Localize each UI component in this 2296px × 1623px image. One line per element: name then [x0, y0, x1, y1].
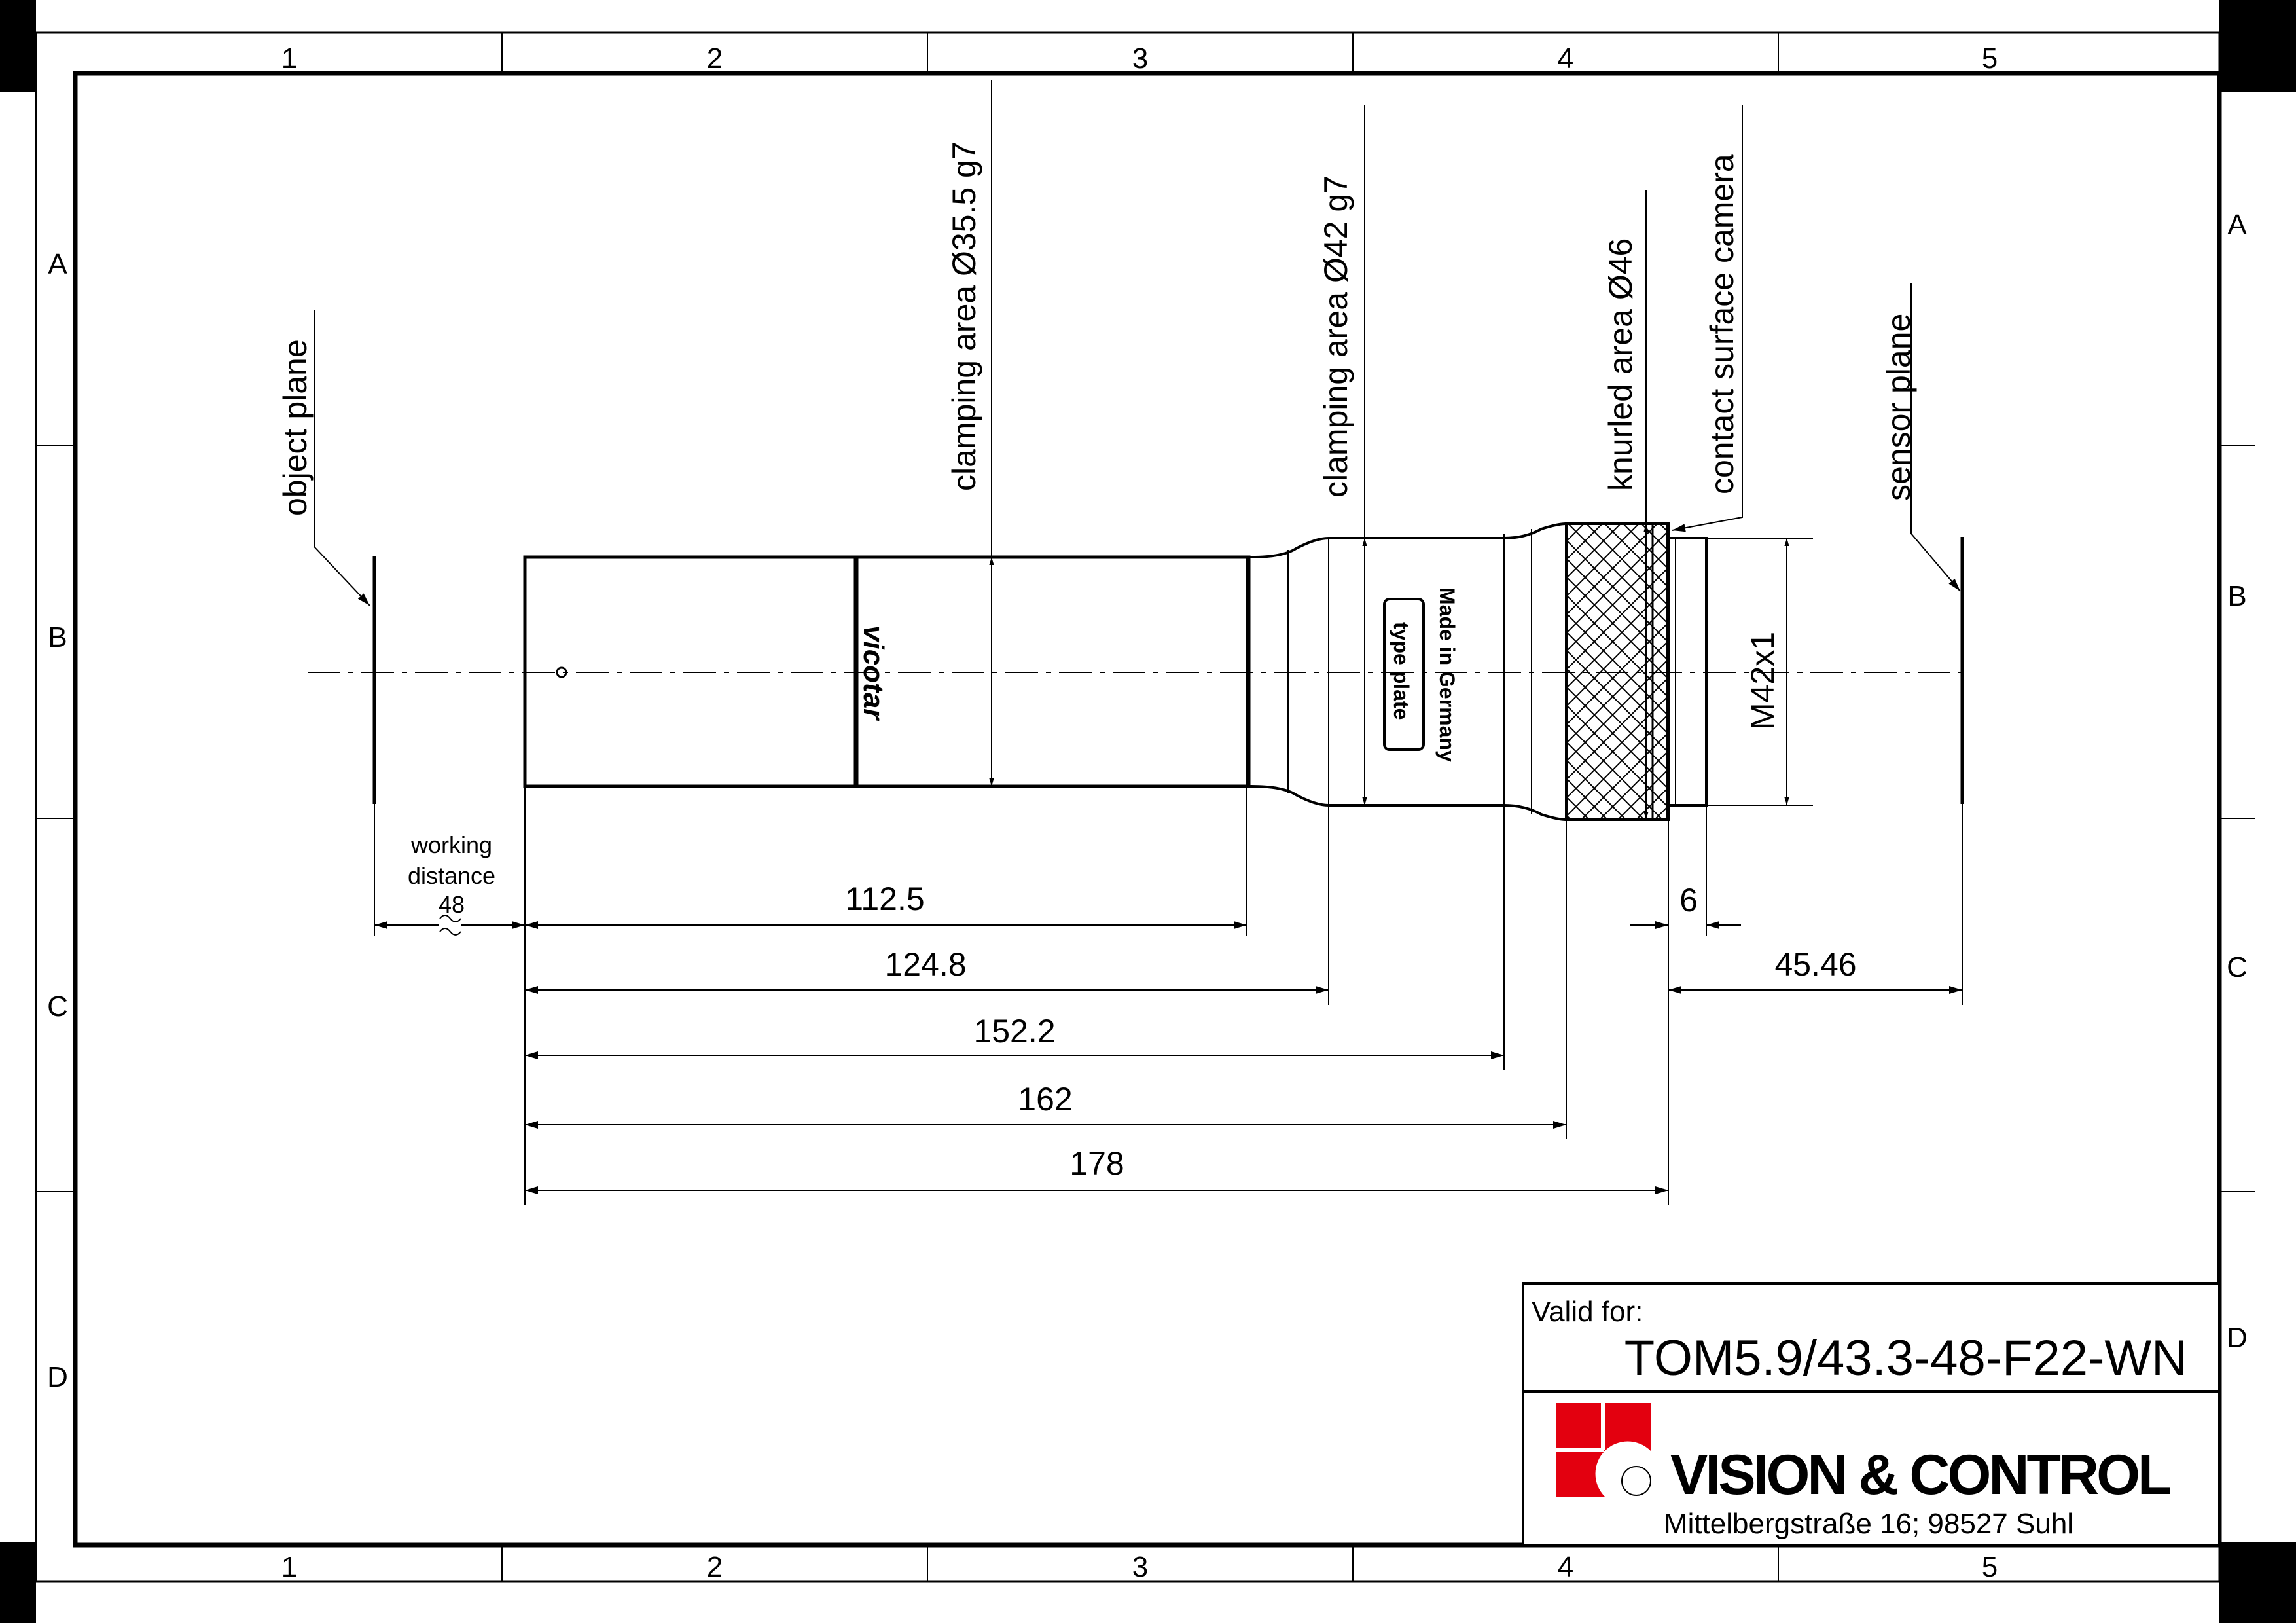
clamping-area-2-label: clamping area Ø42 g7: [1318, 175, 1354, 498]
col-label-5-top: 5: [1982, 43, 1998, 75]
dim-178: 178: [1069, 1145, 1124, 1182]
col-label-5-bottom: 5: [1982, 1551, 1998, 1583]
col-label-2-top: 2: [707, 43, 723, 75]
sensor-plane-label: sensor plane: [1880, 314, 1917, 501]
dim-112-5: 112.5: [845, 881, 924, 917]
thread-label: M42x1: [1744, 632, 1781, 730]
dim-124-8: 124.8: [884, 946, 966, 983]
valid-for-label: Valid for:: [1532, 1296, 1643, 1328]
clamping-area-1-label: clamping area Ø35.5 g7: [946, 141, 982, 491]
row-label-a-left: A: [48, 248, 67, 280]
col-label-1-bottom: 1: [281, 1551, 297, 1583]
row-label-b-left: B: [48, 621, 67, 653]
working-distance-value: 48: [439, 891, 465, 918]
working-distance-line2: distance: [408, 862, 495, 889]
working-distance-line1: working: [410, 831, 492, 858]
row-label-d-left: D: [47, 1361, 68, 1393]
col-label-4-bottom: 4: [1558, 1551, 1573, 1583]
contact-surface-label: contact surface camera: [1704, 154, 1740, 494]
row-label-c-left: C: [47, 991, 68, 1023]
model-number: TOM5.9/43.3-48-F22-WN: [1624, 1330, 2187, 1386]
thread-m42: [1667, 537, 1708, 807]
col-label-4-top: 4: [1558, 43, 1573, 75]
company-address: Mittelbergstraße 16; 98527 Suhl: [1664, 1508, 2073, 1540]
tube-transition-lower: [1249, 785, 1329, 807]
brand-mark: vicotar: [857, 625, 889, 721]
screw-hole: [556, 666, 567, 678]
col-label-1-top: 1: [281, 43, 297, 75]
row-label-b-right: B: [2227, 580, 2246, 612]
knurled-area-label: knurled area Ø46: [1602, 238, 1639, 491]
row-label-d-right: D: [2227, 1322, 2248, 1354]
object-plane-label: object plane: [277, 339, 314, 516]
dim-152-2: 152.2: [973, 1013, 1055, 1049]
dim-162: 162: [1018, 1081, 1072, 1118]
dim-6: 6: [1679, 882, 1698, 919]
col-label-3-bottom: 3: [1132, 1551, 1148, 1583]
row-label-c-right: C: [2227, 951, 2248, 983]
col-label-2-bottom: 2: [707, 1551, 723, 1583]
title-block: Valid for: TOM5.9/43.3-48-F22-WN VISION …: [1522, 1282, 2221, 1546]
lens-outline: [308, 522, 1970, 821]
made-in-germany: Made in Germany: [1435, 587, 1459, 762]
company-logo: [1556, 1403, 1651, 1497]
row-label-a-right: A: [2227, 209, 2247, 241]
planes: [314, 80, 1964, 820]
type-plate-box: [1383, 598, 1425, 751]
col-label-3-top: 3: [1132, 43, 1148, 75]
tube-transition-upper: [1249, 537, 1329, 558]
dimension-lines: [374, 786, 1963, 1205]
company-name: VISION & CONTROL: [1670, 1444, 2170, 1506]
type-plate-label: type plate: [1390, 622, 1413, 720]
dim-45-46: 45.46: [1774, 946, 1856, 983]
